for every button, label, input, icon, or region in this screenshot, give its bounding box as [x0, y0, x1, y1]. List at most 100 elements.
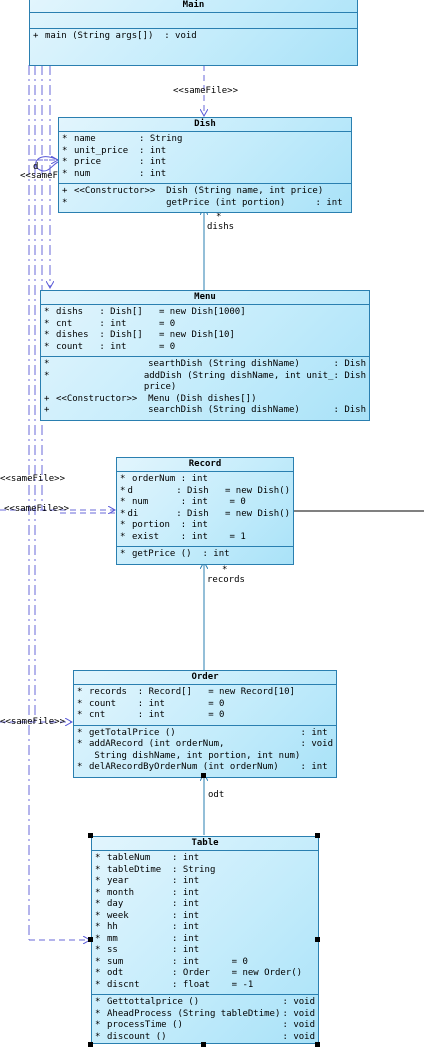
visibility-marker: * [44, 370, 50, 381]
member-text: exist : int = 1 [132, 531, 246, 542]
visibility-marker: * [120, 497, 126, 507]
selection-handle[interactable] [88, 937, 93, 942]
attribute-row: * discnt : float = -1 [95, 980, 315, 992]
member-text: searchDish (String dishName) [56, 405, 300, 415]
attribute-row: *count : int = 0 [44, 342, 366, 354]
class-record-attrs: *orderNum : int*d : Dish = new Dish()*nu… [117, 472, 293, 547]
attribute-row: *unit_price : int [62, 146, 348, 158]
attribute-row: *day : int [95, 899, 315, 911]
attribute-row: *ss : int [95, 945, 315, 957]
attribute-row: *orderNum : int [120, 474, 290, 486]
attribute-row: * odt : Order = new Order() [95, 968, 315, 980]
visibility-marker: * [62, 134, 68, 144]
visibility-marker: * [77, 762, 83, 772]
selection-handle[interactable] [315, 1042, 320, 1047]
attribute-row: *tableDtime : String [95, 865, 315, 877]
attribute-row: *d : Dish = new Dish() [120, 486, 290, 498]
class-order-title: Order [74, 671, 336, 685]
class-main-attrs [30, 13, 357, 29]
member-return: : void [300, 739, 333, 749]
class-record-ops: *getPrice () : int [117, 547, 293, 564]
selection-handle[interactable] [201, 1042, 206, 1047]
class-record-title: Record [117, 458, 293, 472]
operation-row: *AheadProcess (String tableDtime): void [95, 1009, 315, 1021]
member-text: d : Dish = new Dish() [127, 485, 290, 496]
member-text: discount () [107, 1031, 167, 1042]
attribute-row: *dishs : Dish[] = new Dish[1000] [44, 307, 366, 319]
label-records-mult: * [222, 565, 228, 575]
attribute-row: *di : Dish = new Dish() [120, 509, 290, 521]
member-text: tableNum : int [107, 853, 200, 863]
member-return: : int [300, 727, 333, 738]
selection-handle[interactable] [315, 937, 320, 942]
class-order[interactable]: Order *records : Record[] = new Record[1… [73, 670, 337, 778]
class-table-attrs: *tableNum : int*tableDtime : String*year… [92, 851, 318, 995]
operation-row: * getPrice (int portion): int [62, 198, 348, 210]
member-text: mm : int [107, 933, 200, 944]
selection-handle[interactable] [315, 833, 320, 838]
selection-handle[interactable] [88, 833, 93, 838]
label-dish-role: dishs [207, 222, 235, 232]
visibility-marker: * [120, 474, 126, 484]
class-dish-attrs: *name : String*unit_price : int*price : … [59, 132, 351, 184]
visibility-marker: * [77, 687, 83, 697]
class-dish-ops: +<<Constructor>> Dish (String name, int … [59, 184, 351, 212]
member-text: day : int [107, 899, 200, 909]
label-samefile-dish-left: <<sameF [20, 171, 58, 181]
attribute-row: *portion : int [120, 520, 290, 532]
visibility-marker: * [120, 508, 126, 519]
operation-row: +<<Constructor>> Dish (String name, int … [62, 186, 348, 198]
attribute-row: *price : int [62, 157, 348, 169]
visibility-marker: * [95, 979, 101, 990]
member-text: price : int [74, 157, 167, 167]
visibility-marker: + [44, 405, 50, 415]
member-return: : Dish [333, 405, 366, 415]
class-menu-ops: * searthDish (String dishName): Dish* ad… [41, 357, 369, 420]
member-text: odt : Order = new Order() [107, 968, 303, 978]
member-return: : void [282, 1031, 315, 1042]
visibility-marker: * [95, 933, 101, 944]
operation-row: *Gettottalprice (): void [95, 997, 315, 1009]
attribute-row: *week : int [95, 911, 315, 923]
attribute-row: *dishes : Dish[] = new Dish[10] [44, 330, 366, 342]
visibility-marker: * [95, 968, 101, 978]
attribute-row: * cnt : int = 0 [77, 710, 333, 722]
attribute-row: *hh : int [95, 922, 315, 934]
member-text: num : int = 0 [132, 497, 246, 507]
operation-row: *getTotalPrice (): int [77, 728, 333, 740]
member-return: : Dish [333, 370, 366, 381]
label-records-role: records [207, 575, 245, 585]
member-text: hh : int [107, 922, 200, 932]
selection-handle[interactable] [88, 1042, 93, 1047]
member-text: count : int = 0 [56, 341, 176, 352]
visibility-marker: * [95, 887, 101, 898]
visibility-marker: * [95, 876, 101, 886]
visibility-marker: * [62, 145, 68, 156]
visibility-marker: * [77, 710, 83, 720]
member-text: name : String [74, 134, 183, 144]
operation-row: *delARecordByOrderNum (int orderNum): in… [77, 762, 333, 774]
dish-self-loop [35, 156, 59, 172]
class-menu[interactable]: Menu *dishs : Dish[] = new Dish[1000]*cn… [40, 290, 370, 421]
class-table[interactable]: Table *tableNum : int*tableDtime : Strin… [91, 836, 319, 1044]
selection-handle[interactable] [201, 773, 206, 778]
member-return: : int [300, 762, 333, 772]
class-dish-title: Dish [59, 118, 351, 132]
member-text: discnt : float = -1 [107, 979, 254, 990]
label-samefile-order: <<sameFile>> [0, 717, 66, 727]
attribute-row: *sum : int = 0 [95, 957, 315, 969]
operation-row: +<<Constructor>> Menu (Dish dishes[]) [44, 394, 366, 406]
member-text: main (String args[]) : void [45, 31, 197, 41]
attribute-row: *records : Record[] = new Record[10] [77, 687, 333, 699]
member-text: cnt : int = 0 [89, 710, 225, 720]
visibility-marker: * [77, 727, 83, 738]
class-main[interactable]: Main +main (String args[]) : void [29, 0, 358, 66]
class-dish[interactable]: Dish *name : String*unit_price : int*pri… [58, 117, 352, 213]
visibility-marker: + [62, 186, 68, 196]
visibility-marker: * [95, 910, 101, 921]
class-record[interactable]: Record *orderNum : int*d : Dish = new Di… [116, 457, 294, 565]
member-text: ss : int [107, 945, 200, 955]
operation-row: * addDish (String dishName, int unit_ pr… [44, 371, 366, 394]
member-text: month : int [107, 887, 200, 898]
member-text: getPrice () : int [132, 549, 230, 559]
